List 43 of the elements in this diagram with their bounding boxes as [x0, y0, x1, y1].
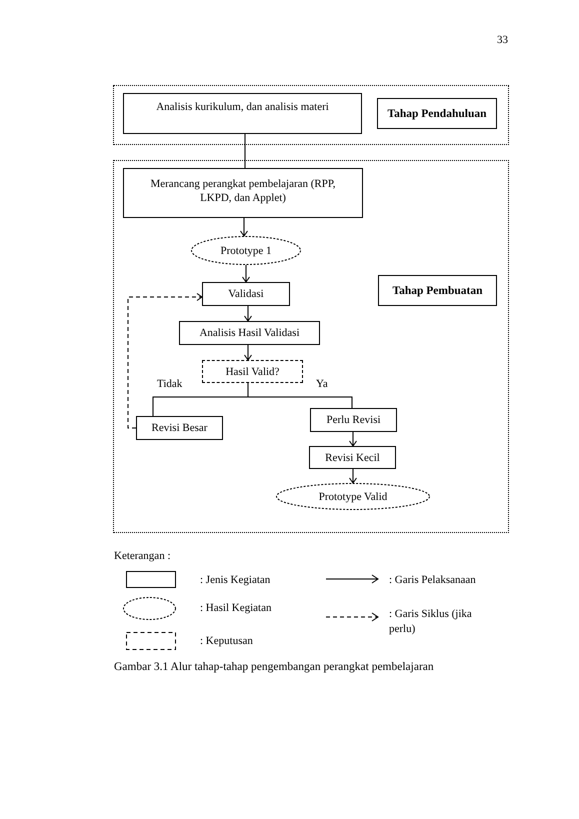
process-box [309, 446, 396, 469]
arrow [242, 264, 250, 282]
process-box [202, 282, 290, 306]
legend-text: : Garis Siklus (jika perlu) [389, 607, 473, 637]
step-label: Analisis kurikulum, dan analisis materi [156, 100, 329, 114]
process-box [136, 416, 223, 440]
step-label: Revisi Kecil [325, 450, 380, 464]
process-box [310, 408, 397, 432]
legend-text: : Jenis Kegiatan [200, 573, 272, 588]
dashed-arrow [128, 293, 202, 428]
page-number: 33 [497, 33, 508, 47]
step-label: Prototype 1 [220, 244, 272, 258]
step-label: Prototype Valid [318, 490, 388, 504]
legend-text: : Hasil Kegiatan [200, 601, 272, 616]
arrow [349, 468, 357, 484]
stage-label-box [377, 98, 497, 129]
step-label: Tahap Pendahuluan [388, 106, 486, 120]
step-label: Merancang perangkat pembelajaran (RPP, LKPD, dan Applet) [149, 177, 337, 205]
stage-frame [113, 160, 509, 533]
result-ellipse [191, 236, 301, 265]
step-label: Perlu Revisi [326, 413, 381, 427]
decision-box [202, 360, 303, 383]
step-label: Tahap Pembuatan [392, 284, 482, 298]
stage-frame [113, 85, 509, 145]
arrow [349, 432, 357, 446]
stage-label-box [378, 275, 497, 306]
legend-heading: Keterangan : [114, 549, 170, 563]
legend-text: : Garis Pelaksanaan [389, 573, 477, 588]
step-label: Validasi [228, 287, 264, 301]
step-label: Hasil Valid? [226, 364, 280, 378]
connector-line [244, 134, 246, 168]
step-label: Revisi Besar [152, 421, 208, 435]
process-box [179, 321, 320, 345]
arrow [244, 306, 252, 322]
step-label: Analisis Hasil Validasi [199, 326, 300, 340]
process-box [123, 168, 363, 218]
connector-line [248, 382, 352, 408]
result-ellipse [276, 483, 430, 510]
figure-caption: Gambar 3.1 Alur tahap-tahap pengembangan perangkat pembelajaran [114, 660, 434, 674]
arrow [240, 218, 248, 236]
process-box [123, 93, 362, 134]
legend-text: : Keputusan [200, 634, 254, 649]
arrow [244, 344, 252, 360]
